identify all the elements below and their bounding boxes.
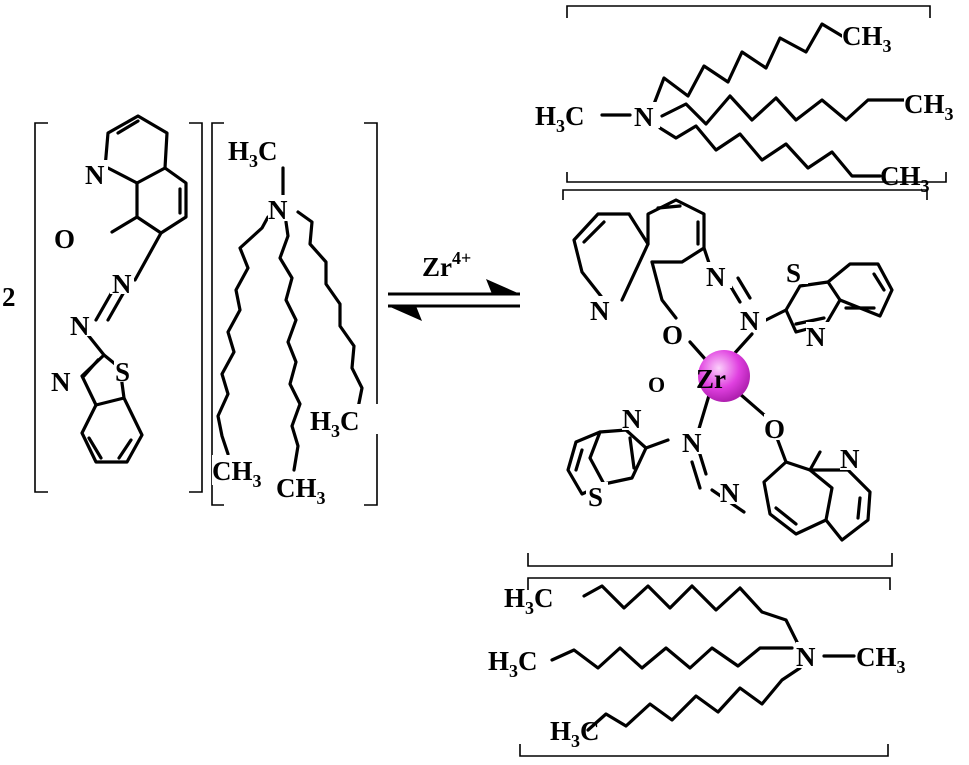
product-top-chains xyxy=(600,22,906,178)
complex-upper-thiazole-s: S xyxy=(786,258,801,288)
bottom-ammonium-n: N xyxy=(796,642,816,672)
ligand-labels: N O N N N S xyxy=(51,160,136,397)
zr-oxo: O xyxy=(648,372,665,397)
zr4-reagent-label: Zr4+ xyxy=(422,248,471,282)
complex-upper-pyridine-n: N xyxy=(590,296,610,326)
complex-labels: N O N N S N O Zr N N O N S N xyxy=(586,258,866,512)
ligand-oxygen: O xyxy=(54,224,75,254)
product-bottom-chains xyxy=(550,584,856,732)
top-ammonium-n: N xyxy=(634,102,654,132)
ammonium-chain-end-3: CH3 xyxy=(276,473,326,508)
complex-upper-azo-n2: N xyxy=(740,306,760,336)
complex-lower-thiazole-s: S xyxy=(588,482,603,512)
ammonium-chain-end-1: H3C xyxy=(310,406,360,441)
bottom-chain-end-2: H3C xyxy=(488,646,538,681)
ammonium-n: N xyxy=(268,195,288,225)
complex-lower-azo-n2: N xyxy=(720,478,740,508)
complex-upper-o: O xyxy=(662,320,683,350)
product-bottom-bracket xyxy=(519,577,891,757)
ligand-bracket xyxy=(34,122,203,493)
ligand-azo-n2: N xyxy=(70,311,90,341)
bottom-chain-end-1: H3C xyxy=(504,583,554,618)
product-bottom-labels: H3C H3C H3C N CH3 xyxy=(488,583,906,751)
ammonium-labels: H3C N H3C CH3 CH3 xyxy=(212,136,378,508)
zr-label: Zr xyxy=(696,364,726,394)
stoichiometric-coefficient: 2 xyxy=(2,282,16,312)
ligand-azo-n1: N xyxy=(112,269,132,299)
complex-upper-thiazole-n: N xyxy=(806,322,826,352)
ammonium-bracket xyxy=(211,122,378,506)
top-ammonium-methyl: H3C xyxy=(535,101,585,136)
complex-lower-pyridine-n: N xyxy=(840,444,860,474)
ligand-thiazole-s: S xyxy=(115,357,130,387)
equilibrium-arrow xyxy=(388,279,520,321)
product-top-bracket xyxy=(566,5,947,183)
top-chain-end-3: CH3 xyxy=(880,161,930,196)
complex-lower-thiazole-n: N xyxy=(622,404,642,434)
complex-lower-azo-n1: N xyxy=(682,428,702,458)
complex-bracket xyxy=(527,189,928,567)
complex-structure xyxy=(566,198,894,542)
complex-lower-o: O xyxy=(764,414,785,444)
ammonium-chain-end-2: CH3 xyxy=(212,456,262,491)
bottom-chain-end-3: H3C xyxy=(550,716,600,751)
product-top-labels: H3C N CH3 CH3 CH3 xyxy=(535,20,969,196)
ammonium-chains xyxy=(216,166,364,472)
top-chain-end-1: CH3 xyxy=(842,21,892,56)
bottom-ammonium-methyl: CH3 xyxy=(856,642,906,677)
ligand-pyridine-n: N xyxy=(85,160,105,190)
complex-upper-azo-n1: N xyxy=(706,262,726,292)
top-chain-end-2: CH3 xyxy=(904,89,954,124)
ammonium-methyl: H3C xyxy=(228,136,278,171)
zirconium-atom xyxy=(698,350,750,402)
ligand-thiazole-n: N xyxy=(51,367,71,397)
